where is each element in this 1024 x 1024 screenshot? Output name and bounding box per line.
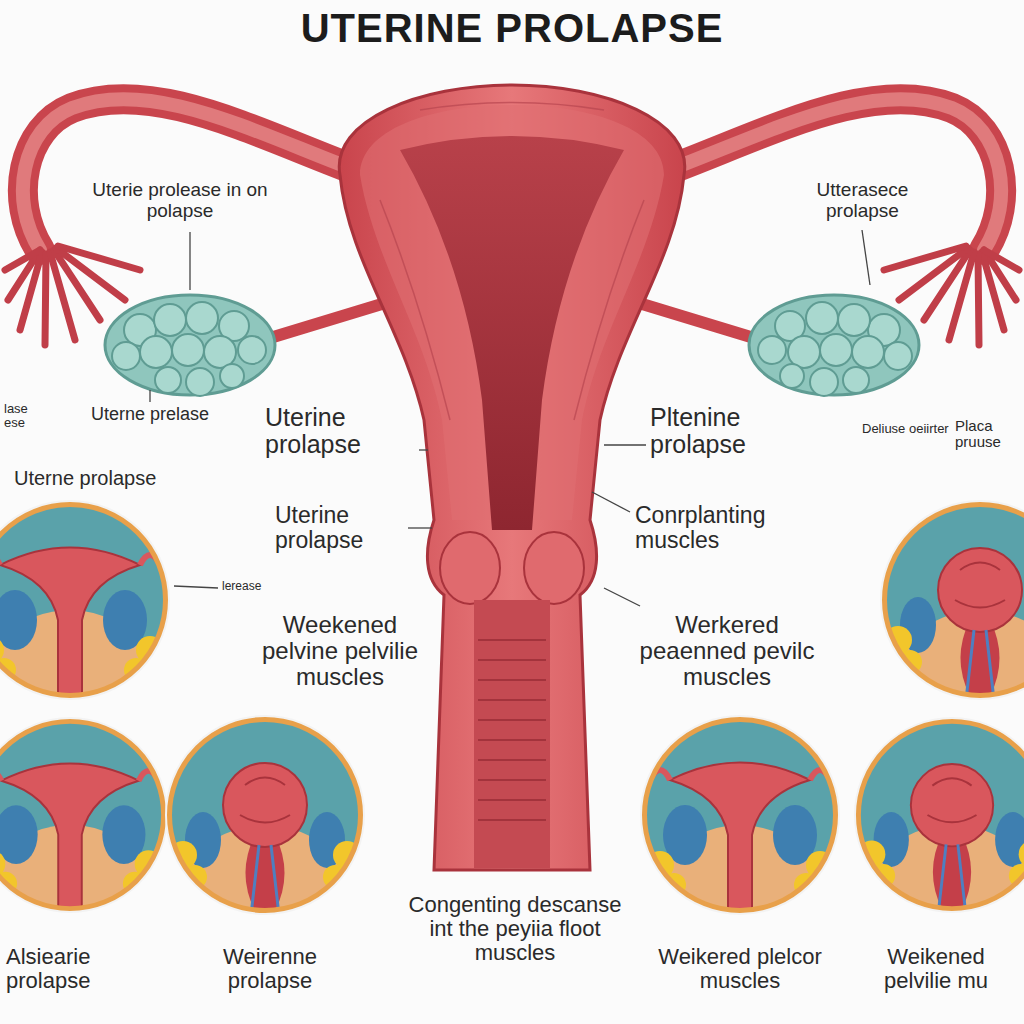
part-label: Congenting descanse int the peyiia floot… bbox=[395, 893, 635, 964]
leader-lines bbox=[150, 230, 870, 606]
part-label: Alsiearie prolapse bbox=[6, 945, 146, 993]
part-label: Deliuse oeiirter bbox=[862, 422, 952, 436]
part-label: lase ese bbox=[4, 402, 46, 430]
part-label: Uterne prolapse bbox=[14, 468, 204, 490]
part-label: Werkered peaenned pevilc muscles bbox=[622, 612, 832, 690]
part-label: Weirenne prolapse bbox=[195, 945, 345, 993]
part-label: Weekened pelvine pelvilie muscles bbox=[250, 612, 430, 690]
part-label: lerease bbox=[222, 580, 282, 593]
part-label: Uterie prolease in on polapse bbox=[80, 180, 280, 221]
part-label: Weikered plelcor muscles bbox=[650, 945, 830, 993]
part-label: Pltenine prolapse bbox=[650, 404, 810, 458]
part-label: Uterine prolapse bbox=[275, 503, 405, 553]
part-label: Uterine prolapse bbox=[265, 404, 417, 458]
part-label: Weikened pelvilie mu bbox=[855, 945, 1017, 993]
part-label: Conrplanting muscles bbox=[635, 503, 835, 553]
part-label: Utterasece prolapse bbox=[790, 180, 935, 221]
part-label: Uterne prelase bbox=[80, 405, 220, 424]
title: UTERINE PROLAPSE bbox=[0, 6, 1024, 51]
part-label: Placa pruuse bbox=[955, 418, 1019, 450]
